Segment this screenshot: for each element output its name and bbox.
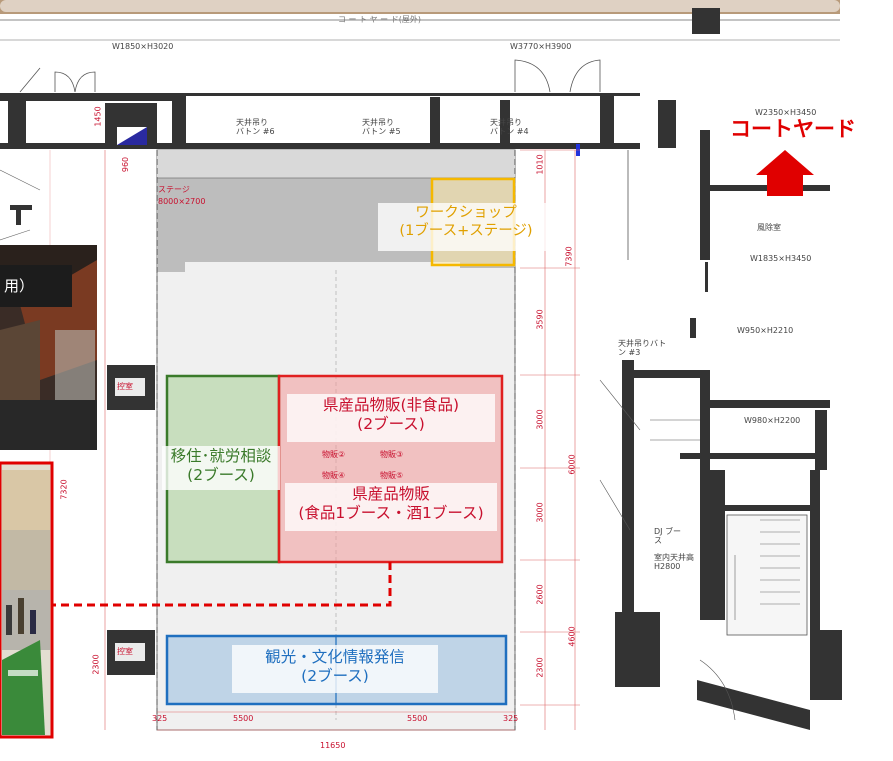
dim-2300-left: 2300	[91, 654, 101, 675]
courtyard-arrow-label: コートヤード	[730, 117, 856, 141]
dim-7390: 7390	[564, 246, 574, 267]
non-food-sales-label: 県産品物販(非食品) (2ブース)	[287, 396, 495, 435]
dim-960: 960	[121, 156, 131, 173]
door-label-w980: W980×H2200	[744, 416, 801, 425]
food-label-line2: (食品1ブース・酒1ブース)	[298, 504, 484, 523]
stage-label: ステージ	[158, 185, 190, 194]
booth-label-b: 物販③	[380, 450, 404, 459]
baton-label-6: 天井吊りバトン #6	[236, 118, 275, 136]
dim-11650: 11650	[320, 741, 346, 750]
dim-1010: 1010	[535, 154, 545, 175]
photo-caption: 用）	[0, 265, 72, 307]
baton-label-4: 天井吊りバトン #4	[490, 118, 529, 136]
food-sales-label: 県産品物販 (食品1ブース・酒1ブース)	[280, 485, 502, 524]
workshop-label-line1: ワークショップ	[415, 205, 517, 221]
booth-label-d: 物販⑤	[380, 471, 404, 480]
tourism-label-line2: (2ブース)	[301, 667, 369, 686]
up-arrow-icon	[756, 150, 814, 196]
relocation-label-line1: 移住･就労相談	[170, 447, 272, 465]
dim-3590: 3590	[535, 309, 545, 330]
food-label-line1: 県産品物販	[352, 485, 430, 503]
baton-label-3: 天井吊りバトン #3	[618, 339, 667, 357]
dim-3000-b: 3000	[535, 502, 545, 523]
relocation-label-line2: (2ブース)	[187, 466, 255, 485]
dim-6000: 6000	[567, 454, 577, 475]
door-label-2: W3770×H3900	[510, 42, 572, 51]
waiting-room-label-2: 控室	[117, 647, 133, 656]
ceiling-height-label: 室内天井高 H2800	[654, 553, 694, 571]
workshop-label-line2: (1ブース+ステージ)	[399, 223, 533, 240]
door-label-right-top: W2350×H3450	[755, 108, 817, 117]
wind-room-label: 風除室	[757, 223, 781, 232]
stage-size-label: 8000×2700	[158, 197, 206, 206]
dim-5500-right: 5500	[407, 714, 428, 723]
dim-7320: 7320	[59, 479, 69, 500]
booth-label-a: 物販②	[322, 450, 346, 459]
dim-5500-left: 5500	[233, 714, 254, 723]
dim-325-right: 325	[503, 714, 519, 723]
workshop-label: ワークショップ (1ブース+ステージ)	[378, 204, 554, 240]
door-label-1: W1850×H3020	[112, 42, 174, 51]
tourism-label-line1: 観光・文化情報発信	[265, 648, 405, 666]
waiting-room-label-1: 控室	[117, 382, 133, 391]
tourism-label: 観光・文化情報発信 (2ブース)	[232, 648, 438, 687]
dim-3000-a: 3000	[535, 409, 545, 430]
baton-label-5: 天井吊りバトン #5	[362, 118, 401, 136]
dim-1450: 1450	[93, 106, 103, 127]
connector-line	[50, 562, 392, 607]
relocation-label: 移住･就労相談 (2ブース)	[157, 447, 285, 486]
dim-2300-right: 2300	[535, 657, 545, 678]
dim-325-left: 325	[152, 714, 168, 723]
non-food-label-line1: 県産品物販(非食品)	[322, 396, 460, 414]
dim-4600: 4600	[567, 626, 577, 647]
dj-booth-label: DJ ブース	[654, 527, 682, 545]
dim-2600: 2600	[535, 584, 545, 605]
door-label-w1835: W1835×H3450	[750, 254, 812, 263]
booth-label-c: 物販④	[322, 471, 346, 480]
non-food-label-line2: (2ブース)	[357, 415, 425, 434]
courtyard-outdoor-label: コ ー ト ヤ ー ド(屋外)	[338, 15, 421, 24]
door-label-w950: W950×H2210	[737, 326, 794, 335]
